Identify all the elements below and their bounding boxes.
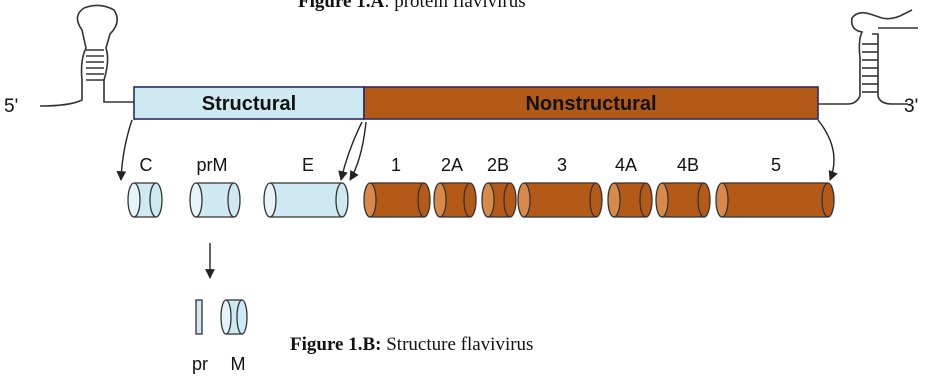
protein-label-ns3: 3	[557, 155, 567, 175]
protein-label-ns2b: 2B	[487, 155, 509, 175]
protein-ns2b-cylinder	[481, 182, 517, 218]
protein-ns2a-cylinder	[433, 182, 477, 218]
protein-label-ns2a: 2A	[441, 155, 463, 175]
arrow-to-e	[338, 121, 363, 181]
three-prime-label: 3'	[904, 96, 918, 117]
protein-ns1-cylinder	[363, 182, 431, 218]
figure-b-caption-label: Figure 1.B:	[290, 334, 382, 355]
protein-ns4a-cylinder	[607, 182, 653, 218]
five-prime-stem-loop	[39, 4, 134, 107]
protein-ns4b-cylinder	[655, 182, 711, 218]
protein-label-ns4b: 4B	[677, 155, 699, 175]
figure-a-caption-label: Figure 1.A	[298, 0, 385, 12]
processing-arrows	[116, 119, 838, 279]
protein-label-ns4a: 4A	[615, 155, 637, 175]
figure-a-caption: Figure 1.A: protein flavivirus	[298, 0, 526, 13]
protein-label-e: E	[302, 155, 314, 175]
protein-prm-cylinder	[189, 182, 241, 218]
arrow-to-ns1	[349, 121, 367, 181]
protein-label-ns1: 1	[391, 155, 401, 175]
protein-ns3-cylinder	[517, 182, 603, 218]
arrow-to-ns5	[817, 119, 838, 181]
nonstructural-region	[363, 86, 819, 120]
m-label: M	[231, 354, 246, 374]
protein-label-ns5: 5	[771, 155, 781, 175]
protein-ns5-cylinder	[715, 182, 835, 218]
figure-b-caption: Figure 1.B: Structure flavivirus	[290, 334, 533, 356]
figure-b-caption-text: Structure flavivirus	[381, 334, 534, 355]
protein-label-prm: prM	[197, 155, 228, 175]
protein-c-cylinder	[127, 182, 163, 218]
arrow-to-c	[116, 119, 133, 181]
structural-label: Structural	[202, 93, 296, 115]
m-protein-cylinder	[220, 299, 248, 335]
pr-peptide-cylinder	[195, 299, 203, 335]
three-prime-stem-loop	[818, 9, 918, 105]
pr-label: pr	[192, 354, 208, 374]
protein-label-c: C	[140, 155, 153, 175]
five-prime-label: 5'	[4, 96, 18, 117]
nonstructural-label: Nonstructural	[525, 93, 656, 115]
protein-e-cylinder	[263, 182, 349, 218]
figure-a-caption-text: : protein flavivirus	[384, 0, 526, 12]
